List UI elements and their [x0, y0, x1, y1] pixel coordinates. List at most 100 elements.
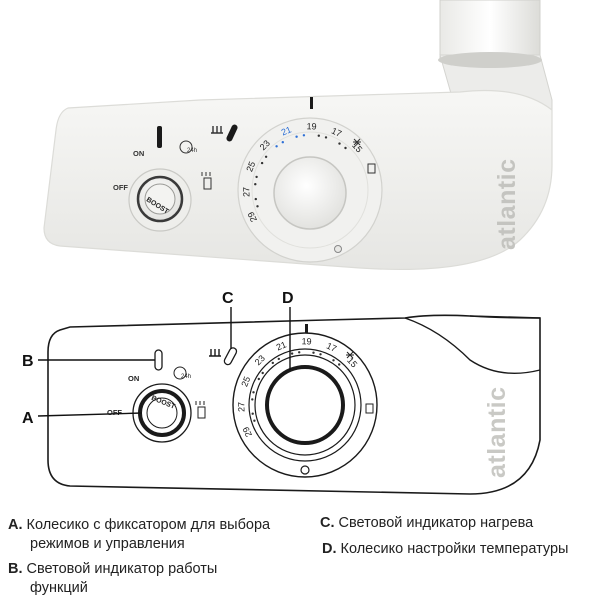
- dial-number: 25: [244, 160, 257, 173]
- drawing-brand-logo: atlantic: [483, 386, 511, 478]
- legend-c-letter: C.: [320, 515, 335, 531]
- dial-number: 19: [301, 336, 311, 346]
- svg-text:D: D: [282, 290, 294, 307]
- dial-number: 23: [253, 353, 267, 367]
- dial-number: 29: [246, 210, 259, 223]
- dial-dot: [256, 205, 259, 208]
- dial-number: 19: [306, 121, 316, 131]
- dial-dot: [338, 142, 341, 145]
- callout-d: D: [282, 290, 294, 370]
- dial-dot: [332, 359, 335, 362]
- legend-b-text-1: Световой индикатор работы: [26, 561, 218, 577]
- dial-dot: [255, 175, 258, 179]
- svg-text:24h: 24h: [187, 148, 197, 154]
- dial-dot: [261, 371, 264, 375]
- photo-brand-logo: atlantic: [493, 158, 521, 250]
- dial-dot: [271, 361, 274, 365]
- legend-d-text: Колесико настройки температуры: [340, 541, 569, 557]
- dial-dot: [344, 146, 347, 150]
- dial-number: 23: [258, 138, 272, 152]
- drawing-dial-dots: [251, 351, 341, 422]
- dial-dot: [253, 419, 256, 422]
- dial-number: 29: [241, 425, 254, 438]
- photo-dial-dots: [254, 134, 347, 208]
- svg-text:C: C: [222, 290, 234, 307]
- svg-text:B: B: [22, 353, 34, 370]
- dial-dot: [312, 351, 315, 354]
- pipe-vertical: [439, 0, 541, 59]
- dial-dot: [281, 141, 284, 144]
- drawing-off-label: OFF: [107, 408, 122, 417]
- dial-dot: [275, 145, 278, 148]
- dial-dot: [254, 183, 257, 186]
- photo-on-label: ON: [133, 149, 144, 158]
- dial-number: 25: [239, 375, 252, 388]
- dial-dot: [257, 377, 260, 381]
- legend-a-text-1: Колесико с фиксатором для выбора: [26, 517, 271, 533]
- dial-number: 15: [350, 140, 364, 154]
- drawing-timer-24h-icon: 24h: [173, 366, 191, 380]
- legend-c: C. Световой индикатор нагрева: [320, 514, 533, 533]
- drawing-towel-icon: [195, 401, 206, 419]
- dial-dot: [260, 161, 264, 165]
- callout-c: C: [222, 290, 234, 349]
- drawing-frost-symbol-icon: [346, 351, 354, 359]
- dial-dot: [317, 134, 320, 137]
- dial-number: 17: [330, 126, 343, 139]
- drawing-on-label: ON: [128, 374, 139, 383]
- svg-text:24h: 24h: [181, 374, 191, 380]
- callout-b: B: [22, 353, 155, 370]
- legend-c-text: Световой индикатор нагрева: [338, 515, 534, 531]
- legend-b-text-2: функций: [30, 580, 88, 596]
- drawing-standby-symbol-icon: [365, 403, 374, 414]
- dial-number: 17: [325, 341, 338, 354]
- dial-dot: [252, 391, 255, 394]
- dial-dot: [302, 134, 306, 137]
- legend-a: A. Колесико с фиксатором для выбора режи…: [8, 516, 270, 554]
- dial-number: 27: [236, 402, 246, 412]
- legend-d-letter: D.: [322, 541, 337, 557]
- dial-dot: [254, 197, 257, 201]
- timer-24h-icon: 24h: [179, 140, 197, 154]
- heat-indicator-outline: [223, 347, 238, 366]
- svg-text:A: A: [22, 410, 34, 427]
- dial-dot: [277, 357, 280, 361]
- dial-dot: [295, 135, 298, 138]
- legend-d: D. Колесико настройки температуры: [322, 540, 568, 559]
- legend-a-text-2: режимов и управления: [30, 536, 185, 552]
- dial-number: 21: [275, 339, 288, 352]
- towel-icon: [201, 172, 212, 190]
- standby-symbol-icon: [367, 163, 376, 174]
- legend-b: B. Световой индикатор работы функций: [8, 560, 217, 598]
- dial-dot: [319, 353, 322, 356]
- dial-dot: [290, 352, 294, 355]
- dial-number: 21: [280, 124, 293, 137]
- callout-a: A: [22, 410, 143, 427]
- dial-dot: [264, 155, 268, 158]
- dial-dot: [324, 136, 328, 139]
- dial-dot: [251, 398, 254, 401]
- legend-a-letter: A.: [8, 517, 23, 533]
- frost-symbol-icon: [353, 138, 361, 146]
- dial-dot: [298, 351, 301, 354]
- photo-off-label: OFF: [113, 183, 128, 192]
- dial-number: 15: [345, 355, 359, 369]
- function-indicator-outline: [154, 349, 163, 371]
- dial-number: 27: [241, 187, 251, 197]
- heat-symbol-icon: [211, 126, 223, 134]
- heat-indicator-photo: [226, 124, 238, 142]
- mode-knob-photo[interactable]: BOOST: [128, 168, 192, 232]
- mode-knob-outline[interactable]: BOOST: [132, 383, 192, 443]
- dial-dot: [251, 412, 254, 415]
- dial-dot: [338, 363, 341, 366]
- legend-b-letter: B.: [8, 561, 23, 577]
- function-indicator-photo: [157, 126, 162, 148]
- heat-symbol-outline-icon: [209, 349, 221, 357]
